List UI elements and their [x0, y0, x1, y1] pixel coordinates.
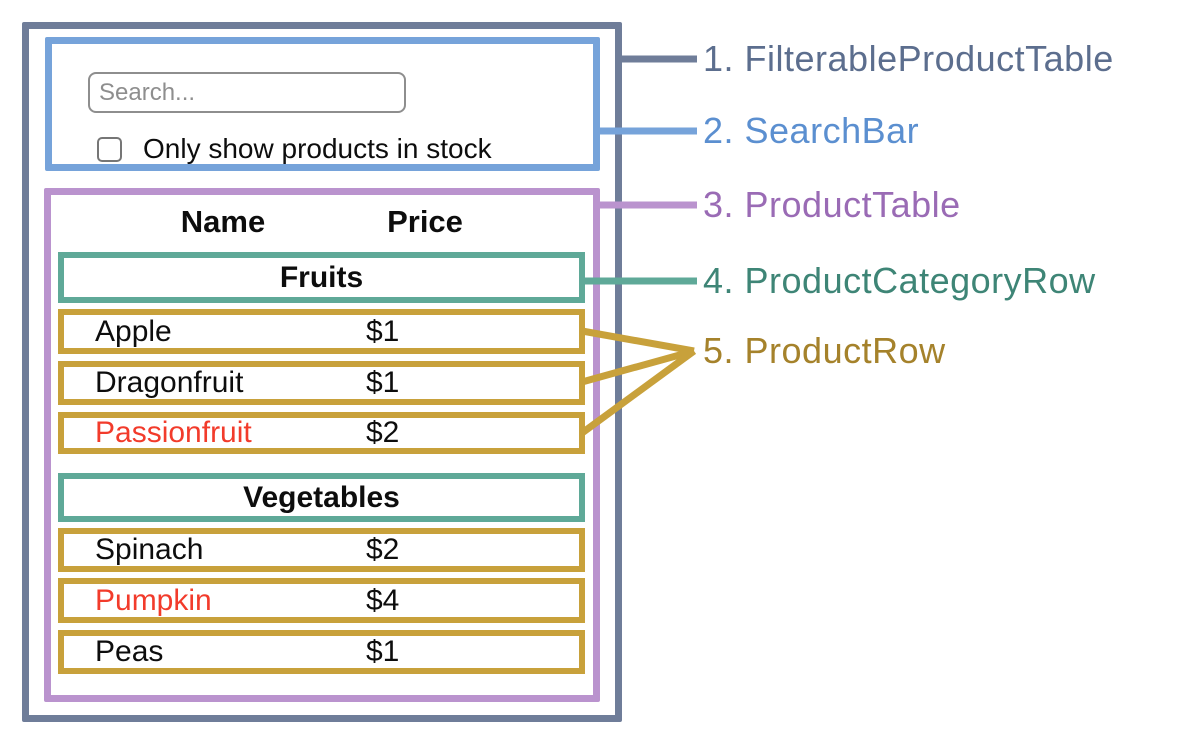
category-row-vegetables: Vegetables	[58, 473, 585, 522]
product-price: $2	[366, 416, 400, 449]
product-name: Peas	[95, 635, 164, 668]
product-name: Apple	[95, 314, 172, 348]
legend-product-row: 5. ProductRow	[703, 330, 946, 371]
in-stock-checkbox-label: Only show products in stock	[143, 133, 492, 164]
product-price: $1	[366, 314, 400, 348]
product-name: Dragonfruit	[95, 366, 244, 399]
legend-search-bar: 2. SearchBar	[703, 110, 920, 151]
search-bar-box: Only show products in stock	[45, 37, 600, 171]
in-stock-checkbox[interactable]	[97, 136, 122, 162]
product-row: Apple $1	[58, 309, 585, 354]
product-row: Dragonfruit $1	[58, 361, 585, 405]
product-row: Spinach $2	[58, 528, 585, 572]
product-name: Passionfruit	[95, 416, 252, 449]
category-row-fruits: Fruits	[58, 252, 585, 303]
legend-product-table: 3. ProductTable	[703, 184, 961, 225]
product-row: Passionfruit $2	[58, 412, 585, 454]
product-price: $1	[366, 635, 400, 668]
column-header-name: Name	[180, 204, 266, 239]
product-row: Pumpkin $4	[58, 578, 585, 623]
search-input[interactable]	[88, 72, 406, 113]
product-price: $2	[366, 533, 400, 566]
filterable-product-table-box: Only show products in stock Name Price F…	[22, 22, 622, 722]
product-price: $4	[366, 583, 400, 617]
product-row: Peas $1	[58, 630, 585, 674]
column-header-price: Price	[387, 204, 463, 239]
product-name: Pumpkin	[95, 583, 212, 617]
product-table-box: Name Price Fruits Apple $1 Dragonfruit $…	[44, 188, 600, 702]
product-name: Spinach	[95, 533, 204, 566]
legend-product-category-row: 4. ProductCategoryRow	[703, 260, 1096, 301]
legend-filterable-product-table: 1. FilterableProductTable	[703, 38, 1114, 79]
product-price: $1	[366, 366, 400, 399]
stock-filter-row: Only show products in stock	[97, 133, 492, 165]
